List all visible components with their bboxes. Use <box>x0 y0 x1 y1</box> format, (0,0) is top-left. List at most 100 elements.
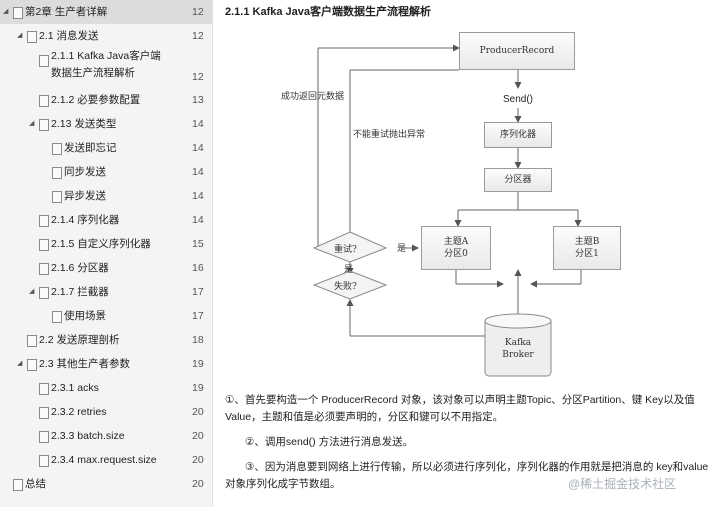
toc-item-2-1-2[interactable]: 2.1.2 必要参数配置 13 <box>0 88 212 112</box>
retry-label: 重试? <box>334 245 357 255</box>
toc-item-label: 2.13 发送类型 <box>51 118 117 130</box>
page-icon <box>37 88 53 107</box>
toc-item-2-1[interactable]: ◢ 2.1 消息发送 12 <box>0 24 212 48</box>
no-retry-label: 不能重试抛出异常 <box>353 130 426 140</box>
toc-item-sync-send[interactable]: 同步发送 14 <box>0 160 212 184</box>
toc-item-2-3-2[interactable]: 2.3.2 retries 20 <box>0 400 212 424</box>
broker-name: Broker <box>502 350 534 360</box>
table-of-contents: ◢ 第2章 生产者详解 12 ◢ 2.1 消息发送 12 2.1.1 Kafka… <box>0 0 213 507</box>
watermark: @稀土掘金技术社区 <box>568 477 677 491</box>
toc-item-2-1-5[interactable]: 2.1.5 自定义序列化器 15 <box>0 232 212 256</box>
toc-page-number: 20 <box>192 430 204 442</box>
success-return-label: 成功返回元数据 <box>281 92 345 102</box>
toc-item-2-3-4[interactable]: 2.3.4 max.request.size 20 <box>0 448 212 472</box>
toc-page-number: 14 <box>192 166 204 178</box>
page-icon <box>25 24 41 43</box>
toc-page-number: 14 <box>192 118 204 130</box>
page-icon <box>37 48 53 67</box>
toc-item-label: 2.3 其他生产者参数 <box>39 358 131 370</box>
topic-b-partition: 分区1 <box>575 249 599 259</box>
toc-page-number: 15 <box>192 238 204 250</box>
topic-a-name: 主题A <box>443 237 469 247</box>
fail-yes-label: 是 <box>344 265 354 275</box>
toc-item-2-2[interactable]: 2.2 发送原理剖析 18 <box>0 328 212 352</box>
toc-item-label: 2.3.2 retries <box>51 406 107 418</box>
collapse-arrow-icon[interactable]: ◢ <box>17 32 23 39</box>
serializer-box: 序列化器 <box>484 122 552 148</box>
toc-item-2-1-6[interactable]: 2.1.6 分区器 16 <box>0 256 212 280</box>
page-icon <box>37 256 53 275</box>
toc-page-number: 13 <box>192 94 204 106</box>
toc-item-use-cases[interactable]: 使用场景 17 <box>0 304 212 328</box>
page-icon <box>50 304 66 323</box>
fail-decision-diamond <box>312 270 388 300</box>
page-icon <box>37 112 53 131</box>
page-icon <box>50 184 66 203</box>
toc-item-chapter2[interactable]: ◢ 第2章 生产者详解 12 <box>0 0 212 24</box>
toc-item-label: 2.2 发送原理剖析 <box>39 334 120 346</box>
toc-item-2-3-1[interactable]: 2.3.1 acks 19 <box>0 376 212 400</box>
page-icon <box>11 0 27 19</box>
toc-page-number: 14 <box>192 214 204 226</box>
toc-item-2-3-3[interactable]: 2.3.3 batch.size 20 <box>0 424 212 448</box>
toc-page-number: 20 <box>192 478 204 490</box>
toc-item-label: 2.1.4 序列化器 <box>51 214 120 226</box>
toc-item-label: 2.3.3 batch.size <box>51 430 125 442</box>
toc-item-async-send[interactable]: 异步发送 14 <box>0 184 212 208</box>
page-icon <box>37 448 53 467</box>
diagram-connectors <box>317 44 582 337</box>
toc-item-2-1-4[interactable]: 2.1.4 序列化器 14 <box>0 208 212 232</box>
collapse-arrow-icon[interactable]: ◢ <box>29 288 35 295</box>
toc-item-2-1-1[interactable]: 2.1.1 Kafka Java客户端数据生产流程解析 12 <box>0 48 212 88</box>
collapse-arrow-icon[interactable]: ◢ <box>3 8 9 15</box>
toc-item-label: 发送即忘记 <box>64 142 117 154</box>
toc-item-label: 2.1.1 Kafka Java客户端数据生产流程解析 <box>51 50 161 79</box>
page-icon <box>37 208 53 227</box>
paragraph-step1: ①、首先要构造一个 ProducerRecord 对象，该对象可以声明主题Top… <box>225 394 695 423</box>
page-icon <box>25 352 41 371</box>
toc-item-fire-and-forget[interactable]: 发送即忘记 14 <box>0 136 212 160</box>
page-icon <box>11 472 27 491</box>
send-label: Send() <box>503 94 534 105</box>
toc-item-label: 异步发送 <box>64 190 106 202</box>
toc-page-number: 12 <box>192 30 204 42</box>
producer-flow-diagram <box>312 44 582 377</box>
collapse-arrow-icon[interactable]: ◢ <box>29 120 35 127</box>
toc-item-summary[interactable]: 总结 20 <box>0 472 212 496</box>
page-icon <box>25 328 41 347</box>
toc-item-label: 2.1 消息发送 <box>39 30 99 42</box>
toc-item-2-1-7[interactable]: ◢ 2.1.7 拦截器 17 <box>0 280 212 304</box>
page-icon <box>37 376 53 395</box>
page-icon <box>50 160 66 179</box>
toc-page-number: 14 <box>192 190 204 202</box>
toc-item-2-13[interactable]: ◢ 2.13 发送类型 14 <box>0 112 212 136</box>
paragraph-step3: ③、因为消息要到网络上进行传输，所以必须进行序列化，序列化器的作用就是把消息的 … <box>225 461 709 490</box>
toc-item-label: 2.1.2 必要参数配置 <box>51 94 141 106</box>
toc-item-label: 第2章 生产者详解 <box>25 6 108 18</box>
collapse-arrow-icon[interactable]: ◢ <box>17 360 23 367</box>
toc-item-label: 2.3.4 max.request.size <box>51 454 157 466</box>
fail-label: 失败? <box>334 282 357 292</box>
page-icon <box>37 400 53 419</box>
topic-b-name: 主题B <box>574 237 600 247</box>
toc-item-label: 同步发送 <box>64 166 106 178</box>
partitioner-box: 分区器 <box>484 168 552 192</box>
toc-item-label: 使用场景 <box>64 310 106 322</box>
retry-yes-label: 是 <box>397 244 407 254</box>
toc-item-label: 2.3.1 acks <box>51 382 99 394</box>
toc-page-number: 18 <box>192 334 204 346</box>
toc-page-number: 20 <box>192 454 204 466</box>
toc-page-number: 17 <box>192 286 204 298</box>
toc-item-label: 2.1.6 分区器 <box>51 262 109 274</box>
toc-item-2-3[interactable]: ◢ 2.3 其他生产者参数 19 <box>0 352 212 376</box>
toc-page-number: 12 <box>192 71 204 83</box>
retry-decision-diamond <box>312 231 388 263</box>
document-content: 2.1.1 Kafka Java客户端数据生产流程解析 <box>213 0 720 507</box>
kafka-name: Kafka <box>504 338 532 348</box>
toc-page-number: 19 <box>192 358 204 370</box>
section-heading: 2.1.1 Kafka Java客户端数据生产流程解析 <box>225 6 432 18</box>
toc-page-number: 19 <box>192 382 204 394</box>
toc-item-label: 总结 <box>25 478 46 490</box>
toc-page-number: 12 <box>192 6 204 18</box>
toc-page-number: 20 <box>192 406 204 418</box>
